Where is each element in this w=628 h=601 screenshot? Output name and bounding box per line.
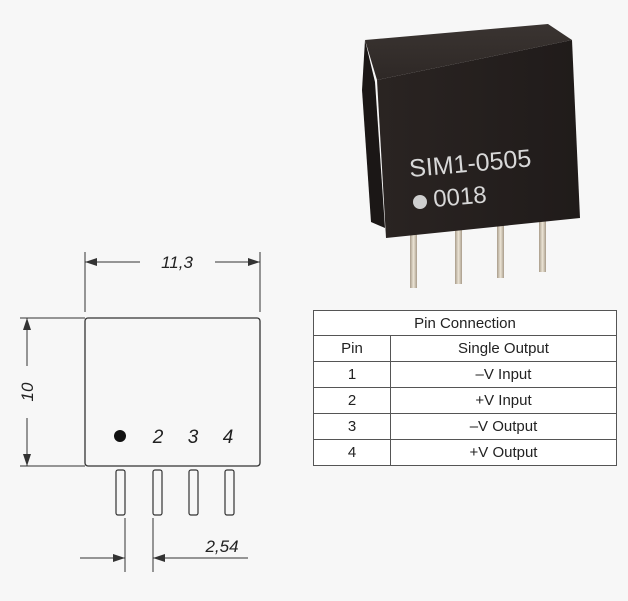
width-arrow-left	[85, 258, 97, 266]
drawing-body-outline	[84, 317, 261, 467]
component-code-label: 0018	[432, 181, 488, 213]
cell-function: +V Input	[390, 387, 617, 414]
drawing-pin	[188, 469, 199, 516]
header-single-output: Single Output	[390, 335, 617, 362]
drawing-pin-label: 4	[223, 427, 234, 448]
drawing-pin	[152, 469, 163, 516]
component-pin	[497, 216, 504, 278]
table-title-row: Pin Connection	[313, 310, 617, 336]
pitch-dimension-label: 2,54	[204, 537, 238, 556]
cell-pin: 3	[313, 413, 391, 440]
width-dimension-label: 11,3	[161, 253, 193, 272]
cell-pin: 2	[313, 387, 391, 414]
height-arrow-top	[23, 318, 31, 330]
height-dimension-label: 10	[18, 382, 37, 401]
component-pins	[410, 210, 546, 288]
cell-pin: 4	[313, 439, 391, 466]
height-arrow-bottom	[23, 454, 31, 466]
header-pin: Pin	[313, 335, 391, 362]
pin-connection-table: Pin Connection Pin Single Output 1 –V In…	[313, 310, 617, 466]
table-row: 4 +V Output	[313, 439, 617, 466]
component-pin1-dot	[413, 195, 427, 209]
component-pin	[539, 210, 546, 272]
drawing-pin	[224, 469, 235, 516]
pitch-arrow-left	[113, 554, 125, 562]
table-row: 2 +V Input	[313, 387, 617, 414]
component-top-face	[365, 24, 572, 80]
table-row: 1 –V Input	[313, 361, 617, 388]
drawing-pin-label: 2	[152, 427, 164, 448]
width-arrow-right	[248, 258, 260, 266]
cell-function: +V Output	[390, 439, 617, 466]
drawing-pin-label: 3	[188, 427, 199, 448]
component-front-face	[377, 40, 580, 238]
table-header-row: Pin Single Output	[313, 335, 617, 362]
cell-function: –V Input	[390, 361, 617, 388]
dimension-drawing	[20, 252, 261, 572]
pitch-arrow-right	[153, 554, 165, 562]
component-pin	[455, 222, 462, 284]
table-row: 3 –V Output	[313, 413, 617, 440]
cell-pin: 1	[313, 361, 391, 388]
cell-function: –V Output	[390, 413, 617, 440]
component-pin	[410, 228, 417, 288]
drawing-pin	[115, 469, 126, 516]
component-side-face	[362, 40, 385, 228]
table-title: Pin Connection	[313, 310, 617, 336]
component-photo: SIM1-0505 0018	[362, 24, 580, 288]
drawing-pin1-dot	[114, 430, 126, 442]
